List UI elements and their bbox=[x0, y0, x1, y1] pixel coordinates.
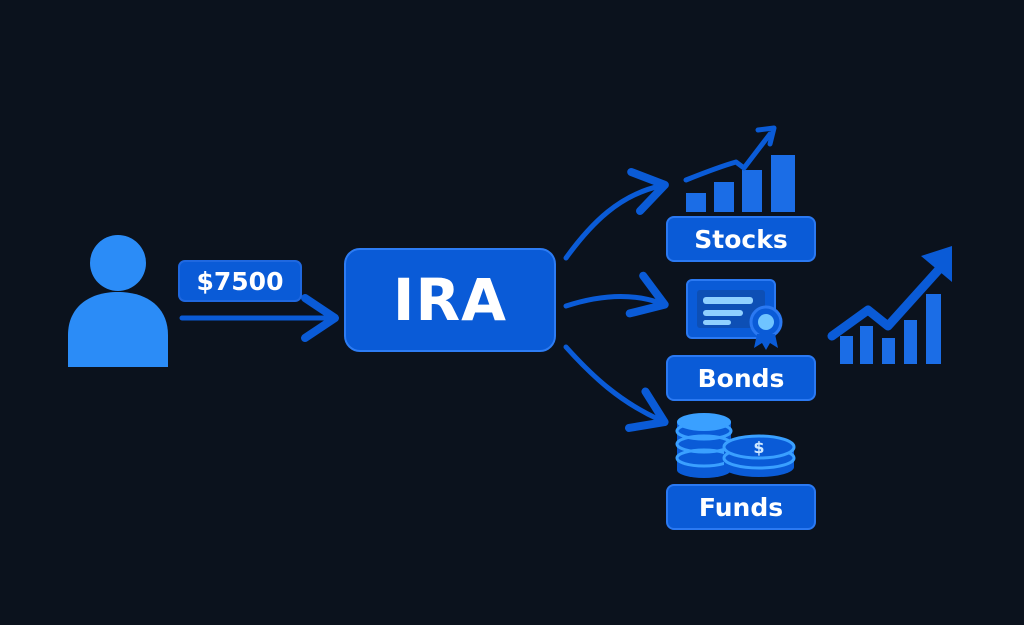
arrow-to-funds bbox=[563, 344, 669, 432]
bonds-label: Bonds bbox=[666, 355, 816, 401]
coin-stack-icon: $ bbox=[675, 413, 796, 478]
arrow-to-stocks bbox=[563, 167, 669, 261]
bar-chart-up-icon bbox=[683, 125, 795, 212]
ira-account-box: IRA bbox=[344, 248, 556, 352]
person-icon bbox=[68, 235, 168, 367]
contribution-amount-badge: $7500 bbox=[178, 260, 302, 302]
arrow-to-bonds bbox=[563, 271, 669, 318]
stocks-label: Stocks bbox=[666, 216, 816, 262]
growth-chart-icon bbox=[827, 246, 952, 364]
coin-dollar-symbol: $ bbox=[753, 438, 764, 457]
certificate-icon bbox=[686, 279, 783, 350]
funds-label: Funds bbox=[666, 484, 816, 530]
